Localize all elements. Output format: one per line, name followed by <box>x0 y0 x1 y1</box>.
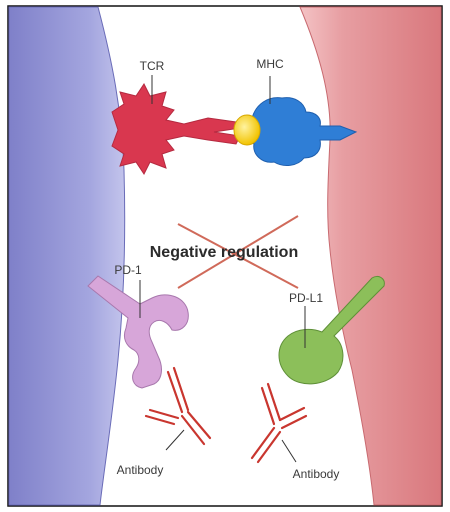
antibody-left-label: Antibody <box>117 463 164 477</box>
mhc-label: MHC <box>256 57 284 71</box>
pd1-label: PD-1 <box>114 263 142 277</box>
pdl1-label: PD-L1 <box>289 291 323 305</box>
antibody-right-label: Antibody <box>293 467 340 481</box>
antigen-peptide <box>234 115 260 145</box>
negative-regulation-label: Negative regulation <box>150 244 298 261</box>
t-cell-membrane <box>9 7 125 505</box>
tcr-label: TCR <box>140 59 165 73</box>
